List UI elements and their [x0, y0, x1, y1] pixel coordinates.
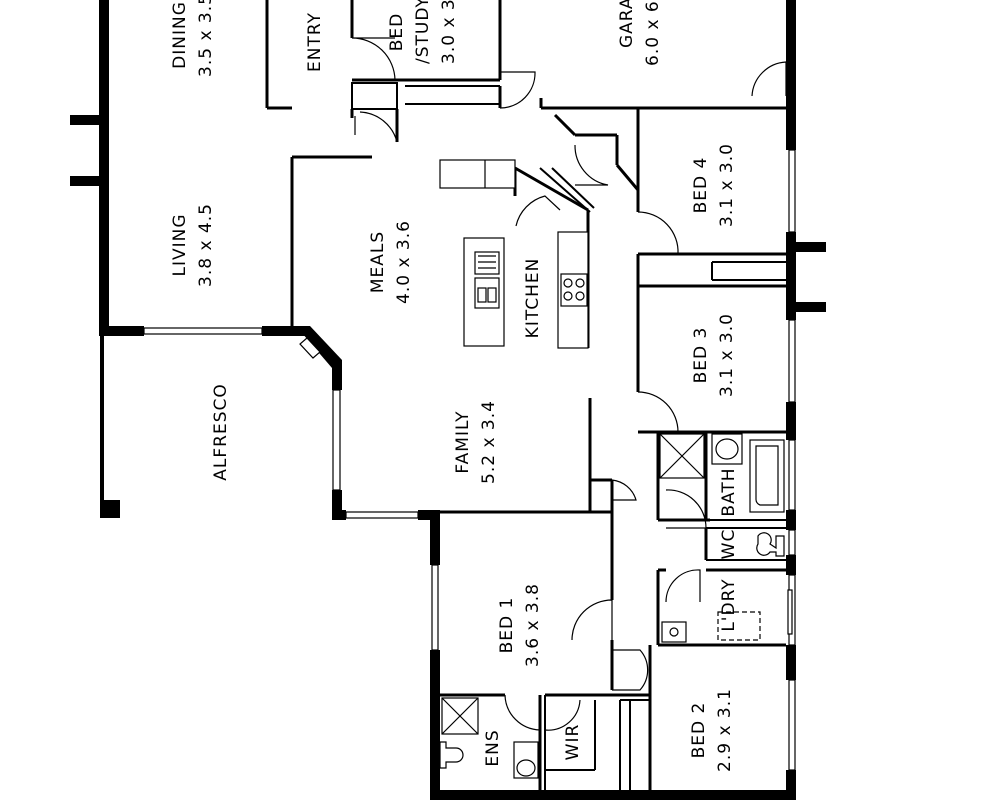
room-meals: MEALS 4.0 x 3.6 — [368, 220, 414, 304]
room-ens: ENS — [483, 729, 503, 766]
room-garage-size: 6.0 x 6.0 — [643, 0, 663, 66]
room-kitchen-name: KITCHEN — [523, 258, 543, 339]
room-wc: WC — [719, 529, 739, 560]
room-ens-name: ENS — [483, 729, 503, 766]
room-alfresco-name: ALFRESCO — [211, 383, 231, 480]
bay-walls — [296, 326, 342, 368]
room-family-name: FAMILY — [453, 410, 473, 473]
room-bath: BATH — [719, 467, 739, 516]
room-bed3-size: 3.1 x 3.0 — [717, 313, 737, 397]
room-bed-study: BED /STUDY 3.0 x 3.0 — [387, 0, 459, 64]
room-bed2-size: 2.9 x 3.1 — [715, 688, 735, 772]
room-bed-study-name: BED — [387, 13, 407, 52]
room-dining-size: 3.5 x 3.5 — [196, 0, 216, 77]
room-bath-name: BATH — [719, 467, 739, 516]
room-wc-name: WC — [719, 529, 739, 560]
room-family: FAMILY 5.2 x 3.4 — [453, 400, 499, 484]
room-bed1-name: BED 1 — [497, 597, 517, 654]
room-labels: DINING 3.5 x 3.5 ENTRY BED /STUDY 3.0 x … — [170, 0, 739, 772]
room-entry: ENTRY — [305, 12, 325, 72]
room-bed4-name: BED 4 — [691, 157, 711, 214]
room-wir: WIR — [563, 724, 583, 761]
bathroom-fittings — [439, 433, 793, 779]
room-living: LIVING 3.8 x 4.5 — [170, 203, 216, 287]
kitchen-fittings — [439, 159, 589, 349]
room-bed1: BED 1 3.6 x 3.8 — [497, 583, 543, 667]
room-bed3-name: BED 3 — [691, 327, 711, 384]
room-family-size: 5.2 x 3.4 — [479, 400, 499, 484]
doors — [351, 37, 787, 731]
room-garage-name: GARAGE — [617, 0, 637, 48]
room-bed4: BED 4 3.1 x 3.0 — [691, 143, 737, 227]
room-bed2: BED 2 2.9 x 3.1 — [689, 688, 735, 772]
room-ldry: L'DRY — [719, 578, 739, 631]
room-bed-study-size: 3.0 x 3.0 — [439, 0, 459, 64]
room-wir-name: WIR — [563, 724, 583, 761]
room-alfresco: ALFRESCO — [211, 383, 231, 480]
room-meals-size: 4.0 x 3.6 — [394, 220, 414, 304]
room-bed3: BED 3 3.1 x 3.0 — [691, 313, 737, 397]
room-garage: GARAGE 6.0 x 6.0 — [617, 0, 663, 66]
room-living-name: LIVING — [170, 213, 190, 276]
room-entry-name: ENTRY — [305, 12, 325, 72]
external-walls — [70, 0, 826, 800]
room-dining-name: DINING — [170, 1, 190, 69]
internal-walls — [265, 0, 796, 800]
room-ldry-name: L'DRY — [719, 578, 739, 631]
room-bed1-size: 3.6 x 3.8 — [523, 583, 543, 667]
room-bed2-name: BED 2 — [689, 702, 709, 759]
room-bed4-size: 3.1 x 3.0 — [717, 143, 737, 227]
room-kitchen: KITCHEN — [523, 258, 543, 339]
room-meals-name: MEALS — [368, 231, 388, 293]
room-dining: DINING 3.5 x 3.5 — [170, 0, 216, 77]
room-living-size: 3.8 x 4.5 — [196, 203, 216, 287]
room-bed-study-name2: /STUDY — [413, 0, 433, 64]
